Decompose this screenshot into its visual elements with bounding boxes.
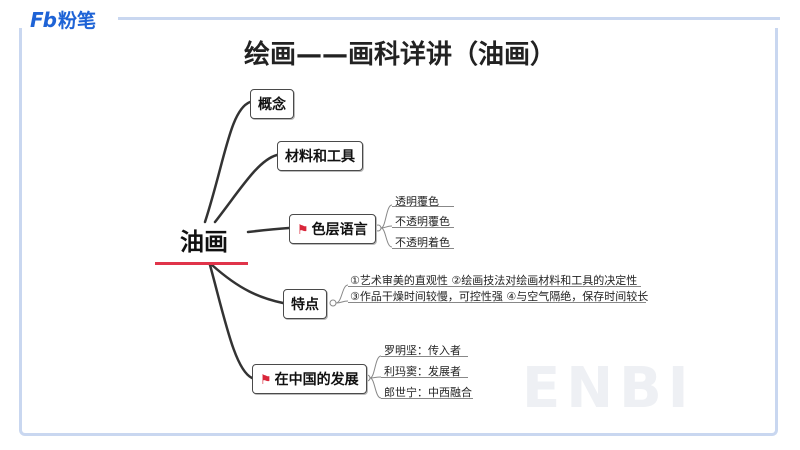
top-border: [118, 17, 780, 20]
leaf-underline: [381, 398, 473, 399]
features-joint: [329, 299, 337, 307]
flag-icon: ⚑: [297, 223, 309, 238]
brand-logo: Fb 粉笔: [30, 6, 96, 33]
node-china[interactable]: ⚑在中国的发展: [252, 364, 367, 394]
leaf-item: 不透明覆色: [395, 215, 450, 228]
leaf-item: 罗明坚：传入者: [384, 344, 461, 357]
leaf-underline: [392, 227, 454, 228]
flag-icon: ⚑: [260, 373, 272, 388]
logo-mark: Fb: [30, 7, 57, 32]
slide-frame: [19, 28, 778, 436]
leaf-underline: [392, 206, 454, 207]
leaf-underline: [348, 286, 641, 287]
node-label: 在中国的发展: [274, 372, 359, 388]
connector-concept: [203, 100, 252, 224]
leaf-item: ③作品干燥时间较慢，可控性强 ④与空气隔绝，保存时间较长: [350, 290, 649, 303]
leaf-item: 透明覆色: [395, 195, 439, 208]
leaf-item: 不透明着色: [395, 236, 450, 249]
leaf-underline: [348, 302, 646, 303]
color-layers-joint: [374, 224, 382, 232]
node-features[interactable]: 特点: [283, 289, 327, 319]
central-underline: [155, 262, 248, 265]
connector-china: [208, 263, 254, 380]
logo-text: 粉笔: [57, 10, 96, 32]
node-label: 色层语言: [311, 222, 368, 238]
leaf-underline: [392, 248, 454, 249]
leaf-item: ①艺术审美的直观性 ②绘画技法对绘画材料和工具的决定性: [350, 274, 638, 287]
central-topic: 油画: [180, 228, 228, 256]
watermark: ENBI: [522, 356, 695, 421]
node-materials[interactable]: 材料和工具: [277, 141, 363, 171]
leaf-underline: [381, 377, 468, 378]
connector-features: [210, 263, 285, 305]
node-color-layers[interactable]: ⚑色层语言: [289, 214, 376, 244]
connector-color-layers: [246, 226, 291, 234]
leaf-item: 郎世宁：中西融合: [384, 386, 472, 399]
connector-materials: [213, 153, 279, 224]
leaf-underline: [381, 356, 468, 357]
node-concept[interactable]: 概念: [250, 89, 294, 119]
leaf-item: 利玛窦：发展者: [384, 365, 461, 378]
page-title: 绘画——画科详讲（油画）: [243, 40, 556, 70]
